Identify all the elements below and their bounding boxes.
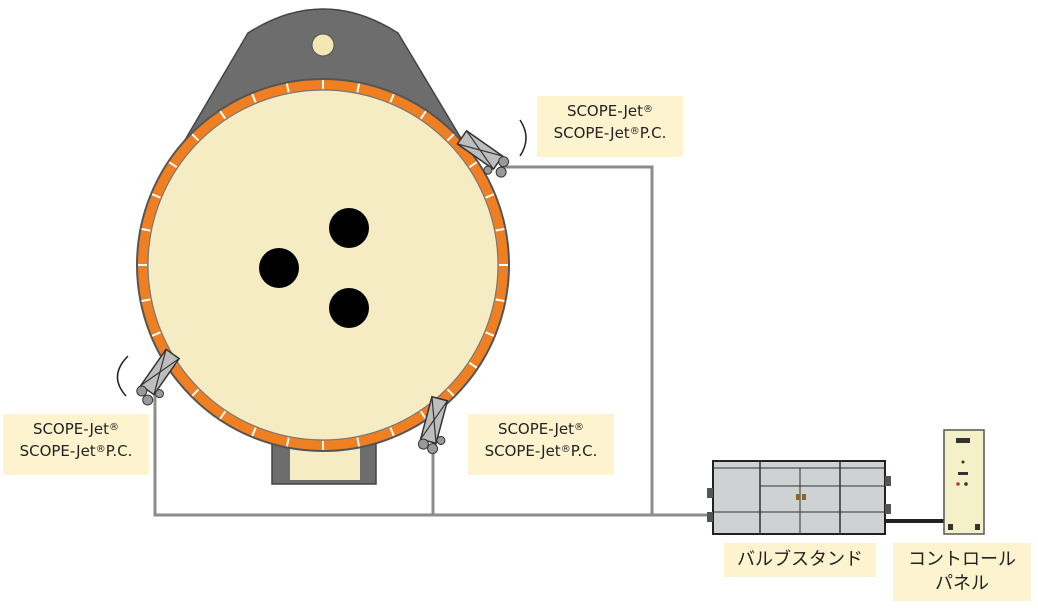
refractory-segment-divider xyxy=(419,110,427,120)
valve-stand[interactable] xyxy=(707,460,891,535)
refractory-segment-divider xyxy=(389,427,395,437)
nozzle-assembly-bottom-right[interactable] xyxy=(417,395,455,456)
refractory-segment-divider xyxy=(151,193,161,199)
electrode-hole-1 xyxy=(329,208,369,248)
label-nozzle-left: SCOPE-Jet® SCOPE-Jet®P.C. xyxy=(3,414,149,475)
refractory-segment-divider xyxy=(485,331,495,337)
refractory-segment-divider xyxy=(446,388,455,397)
nozzle-assembly-top-right[interactable] xyxy=(453,129,514,183)
refractory-segment-divider xyxy=(141,227,151,232)
hood-port xyxy=(311,33,335,57)
refractory-segment-divider xyxy=(356,437,361,447)
pipe-main-horizontal xyxy=(153,385,713,517)
refractory-segment-divider xyxy=(468,161,478,169)
piping xyxy=(153,165,713,517)
refractory-segment-divider xyxy=(485,193,495,199)
refractory-segment-divider xyxy=(495,227,505,232)
pipe-top-right-nozzle xyxy=(500,165,654,515)
furnace-body xyxy=(147,89,499,441)
refractory-segment-divider xyxy=(389,93,395,103)
refractory-segment-divider xyxy=(191,388,200,397)
refractory-segment-divider xyxy=(495,298,505,303)
refractory-segment-divider xyxy=(141,298,151,303)
label-control-panel: コントロール パネル xyxy=(893,543,1031,601)
refractory-segment-divider xyxy=(151,331,161,337)
label-valve-stand: バルブスタンド xyxy=(724,543,876,577)
electrode-hole-3 xyxy=(329,288,369,328)
flame-arc-top-right xyxy=(519,119,527,157)
refractory-segment-divider xyxy=(251,93,257,103)
refractory-segment-divider xyxy=(168,161,178,169)
control-panel[interactable] xyxy=(943,429,985,535)
label-nozzle-bottom-right: SCOPE-Jet® SCOPE-Jet®P.C. xyxy=(468,414,614,475)
flame-arc-left xyxy=(116,355,129,397)
electrode-hole-2 xyxy=(259,248,299,288)
refractory-segment-divider xyxy=(219,410,227,420)
nozzle-assembly-left[interactable] xyxy=(133,348,186,410)
refractory-segment-divider xyxy=(191,133,200,142)
refractory-segment-divider xyxy=(468,361,478,369)
refractory-segment-divider xyxy=(285,83,290,93)
refractory-segment-divider xyxy=(446,133,455,142)
refractory-segment-divider xyxy=(219,110,227,120)
refractory-segment-divider xyxy=(419,410,427,420)
refractory-segment-divider xyxy=(356,83,361,93)
refractory-segment-divider xyxy=(285,437,290,447)
refractory-segment-divider xyxy=(251,427,257,437)
label-nozzle-top-right: SCOPE-Jet® SCOPE-Jet®P.C. xyxy=(537,96,683,157)
